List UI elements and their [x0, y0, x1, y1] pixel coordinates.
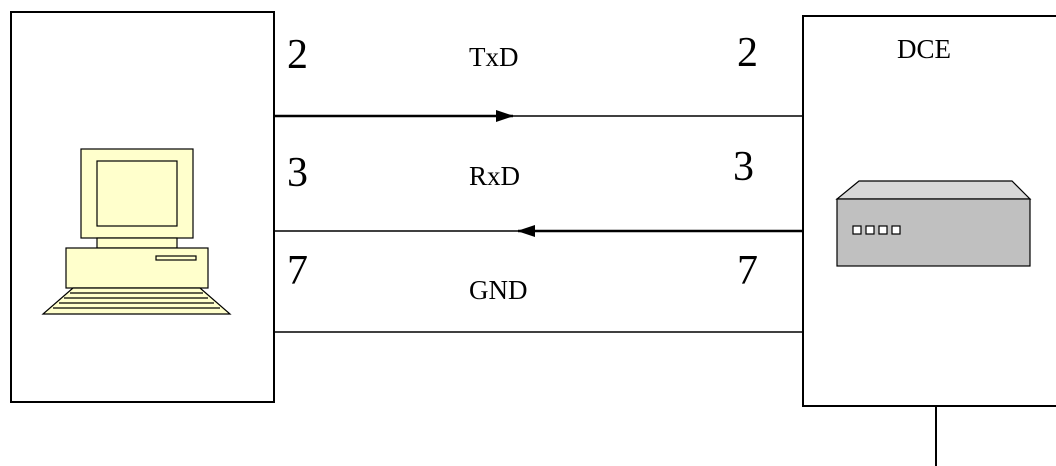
- modem-icon: [835, 180, 1032, 267]
- signal-label-txd: TxD: [469, 42, 519, 72]
- computer-icon: [41, 148, 232, 315]
- dce-label: DCE: [897, 34, 951, 64]
- pin-left-rxd: 3: [287, 150, 308, 196]
- pin-left-txd: 2: [287, 32, 308, 78]
- pin-left-gnd: 7: [287, 248, 308, 294]
- signal-label-gnd: GND: [469, 275, 528, 305]
- signal-label-rxd: RxD: [469, 161, 520, 191]
- pin-right-txd: 2: [737, 30, 758, 76]
- pin-right-gnd: 7: [737, 248, 758, 294]
- pin-right-rxd: 3: [733, 144, 754, 190]
